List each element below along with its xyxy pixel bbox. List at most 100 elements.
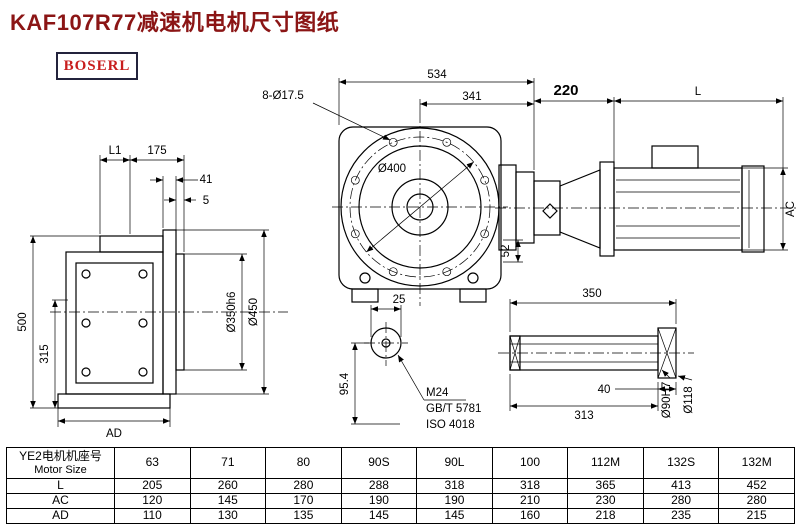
dim-value-cell: 145 [340,508,418,524]
dim-40-label: 40 [598,384,611,396]
note-m24-block: M24 GB/T 5781 ISO 4018 [397,354,481,431]
dim-L: L [614,86,784,168]
dim-95-4-label: 95.4 [339,372,351,395]
size-col-header: 63 [114,447,191,479]
size-col-header: 112M [567,447,644,479]
dim-value-cell: 190 [340,493,418,509]
dim-value-cell: 190 [416,493,493,509]
dim-d450-label: Ø450 [248,298,260,326]
fan-cowl [741,165,765,253]
bolt-hole [480,229,490,239]
dim-41: 41 [150,174,212,252]
side-view: 500 315 AD L1 175 41 [17,145,288,440]
bolt-hole [388,267,398,277]
dim-value-cell: 160 [491,508,569,524]
size-col-header: 71 [189,447,267,479]
foot-left [351,288,379,303]
dim-value-cell: 110 [114,508,191,524]
dim-d400: Ø400 [366,161,474,253]
bolt-hole [442,137,452,147]
foot-boss [359,272,371,284]
note-m24-label: M24 [426,387,449,399]
dim-AD: AD [57,408,171,440]
table-row: AC 120 145 170 190 190 210 230 280 280 [6,493,795,509]
size-col-header: 100 [491,447,569,479]
page-title: KAF107R77减速机电机尺寸图纸 [10,10,340,35]
dim-313-label: 313 [574,410,593,422]
dim-534: 534 [338,69,535,170]
dim-41-label: 41 [200,174,213,186]
technical-drawing: 500 315 AD L1 175 41 [17,69,797,440]
size-col-header: 132S [642,447,720,479]
table-row: AD 110 130 135 145 145 160 218 235 215 [6,508,795,524]
dim-AD-label: AD [106,428,122,440]
bolt-hole [388,137,398,147]
dim-bolt-holes: 8-Ø17.5 [262,90,391,141]
table-header-cell: YE2电机机座号 Motor Size [6,447,115,479]
dim-row-label: AC [6,493,115,509]
bolt-hole [350,175,360,185]
bolt-circle [349,136,491,278]
dim-value-cell: 230 [567,493,644,509]
cover-bolt [81,367,91,377]
spigot-circle [358,145,482,269]
brand-logo: BOSERL [56,52,138,80]
dim-534-label: 534 [427,69,447,81]
top-lug [99,235,164,253]
dim-175-label: 175 [147,145,166,157]
dim-value-cell: 413 [642,478,720,494]
dim-AC: AC [742,167,797,251]
dim-d350: Ø350h6 [184,253,247,371]
foot-boss [467,272,479,284]
dim-AC-label: AC [785,201,797,217]
brand-logo-text: BOSERL [63,57,131,74]
dim-value-cell: 452 [718,478,795,494]
front-view: Ø400 8-Ø17.5 534 341 52 [262,69,535,431]
motor-size-table: YE2电机机座号 Motor Size 63 71 80 90S 90L 100… [6,447,795,524]
dim-d400-label: Ø400 [378,163,406,175]
dim-value-cell: 288 [340,478,418,494]
shaft-end-cap [509,335,521,371]
dim-value-cell: 145 [416,508,493,524]
size-col-header: 90L [416,447,493,479]
dim-5: 5 [164,195,209,207]
dim-value-cell: 120 [114,493,191,509]
size-col-header: 90S [340,447,418,479]
dim-value-cell: 260 [189,478,267,494]
dim-value-cell: 135 [265,508,342,524]
dim-value-cell: 318 [491,478,569,494]
dim-row-label: AD [6,508,115,524]
base-foot [57,393,171,409]
dim-d90: Ø90H7 [661,369,673,418]
cover-bolt [81,269,91,279]
dim-350-label: 350 [582,288,601,300]
dim-5-label: 5 [203,195,209,207]
dim-L-label: L [695,86,702,98]
dim-value-cell: 210 [491,493,569,509]
dim-value-cell: 280 [718,493,795,509]
flange-spigot [175,253,185,371]
cover-bolt [138,318,148,328]
breather-plug [542,203,558,219]
dim-value-cell: 215 [718,508,795,524]
table-header-en: Motor Size [34,463,87,476]
dim-350: 350 [509,288,677,332]
shaft-collar [657,327,677,379]
motor-flange [599,161,615,257]
cover-bolt [138,367,148,377]
dim-d118-label: Ø118 [683,386,695,413]
gearbox-body [65,251,164,395]
dim-value-cell: 130 [189,508,267,524]
dim-341-label: 341 [462,91,481,103]
table-header-row: YE2电机机座号 Motor Size 63 71 80 90S 90L 100… [6,447,795,479]
cover-bolt [138,269,148,279]
dim-d450: Ø450 [176,229,269,395]
dim-value-cell: 145 [189,493,267,509]
cover-bolt [81,318,91,328]
adapter-cone [559,169,601,249]
dim-95-4: 95.4 [339,342,400,425]
dim-d118: Ø118 [677,375,695,414]
dim-500: 500 [17,235,100,409]
bolt-hole [442,267,452,277]
dim-L1-175: L1 175 [99,145,185,252]
